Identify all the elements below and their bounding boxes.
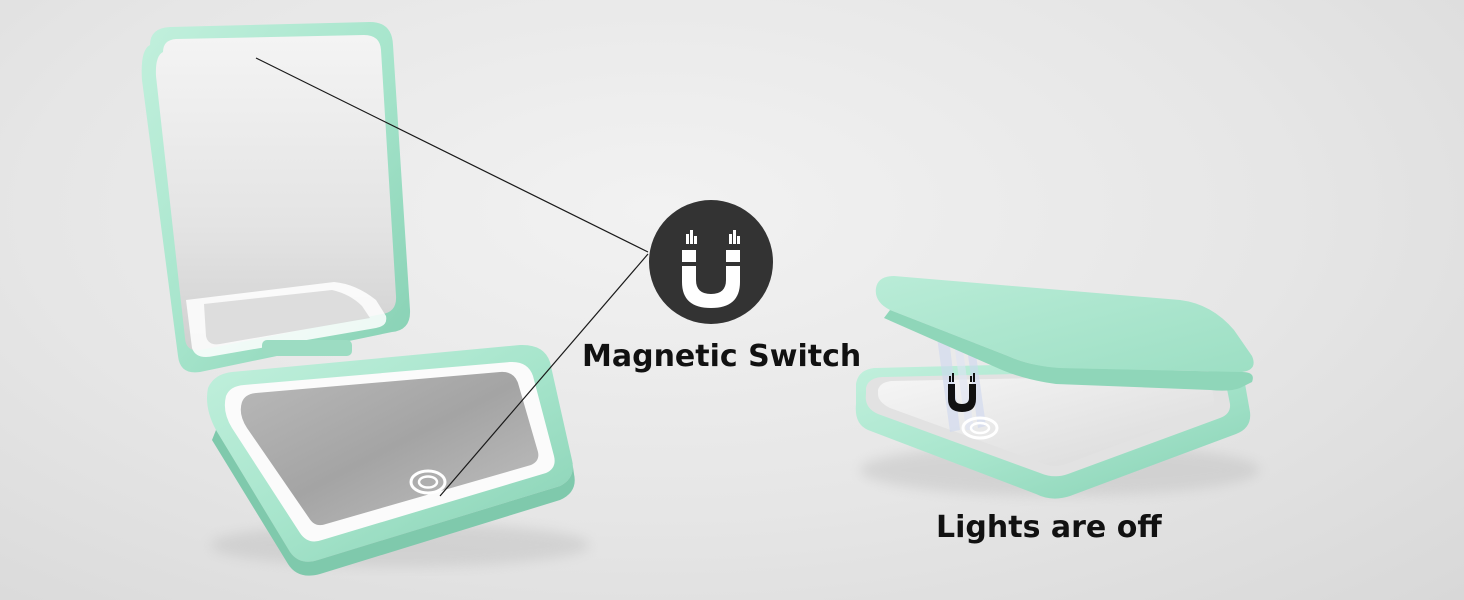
magnet-icon xyxy=(682,230,740,308)
touch-button-icon xyxy=(409,469,447,495)
touch-button-icon-small xyxy=(961,416,999,440)
mirror-lid-glass xyxy=(155,35,397,351)
magnet-icon-small xyxy=(948,373,976,412)
closed-compact-mirror xyxy=(855,276,1260,499)
pointer-line-upper xyxy=(255,57,649,253)
magnet-badge xyxy=(649,200,773,324)
mirror-base-glass xyxy=(240,371,539,526)
magnetic-switch-caption: Magnetic Switch xyxy=(582,339,862,374)
pointer-line-lower xyxy=(439,253,649,497)
mirror-hinge xyxy=(262,340,352,356)
lights-off-caption: Lights are off xyxy=(936,510,1162,545)
open-compact-mirror xyxy=(141,22,590,576)
closed-mirror-lid xyxy=(875,276,1254,372)
